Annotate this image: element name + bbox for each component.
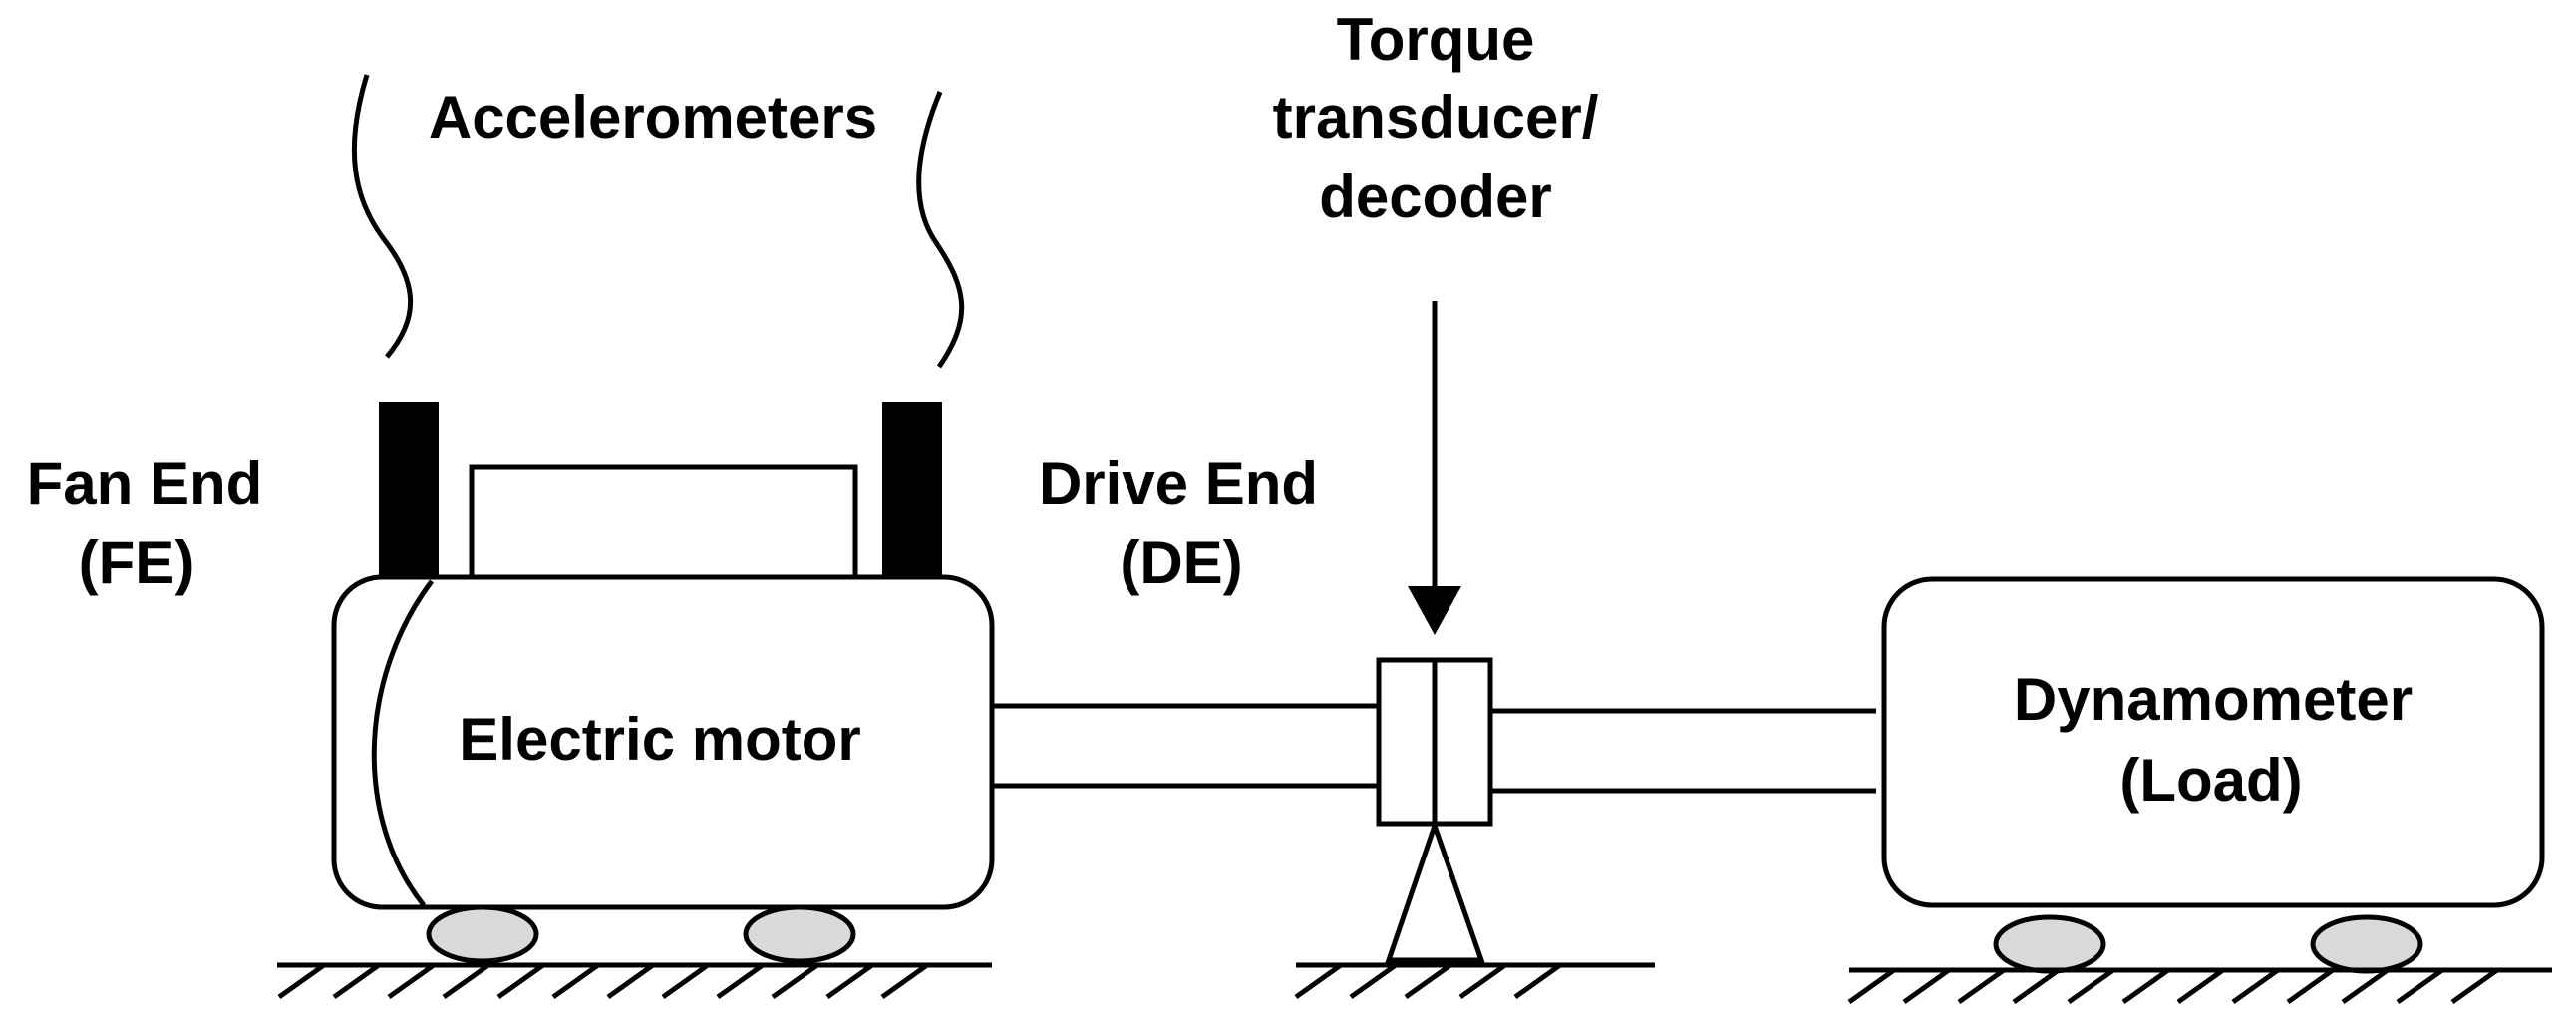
motor-wheel-right	[743, 904, 856, 964]
de-accelerometer-cable	[916, 91, 965, 369]
torque-label-line1: Torque	[1337, 6, 1535, 73]
fan-end-label-line1: Fan End	[27, 450, 263, 516]
torque-label-line3: decoder	[1319, 164, 1551, 230]
dyno-wheel-left	[1993, 914, 2106, 974]
electric-motor-label: Electric motor	[459, 706, 860, 773]
accelerometers-label: Accelerometers	[429, 84, 877, 151]
dynamometer-label-line2: (Load)	[2119, 747, 2302, 814]
dyno-wheel-right	[2310, 914, 2423, 974]
drive-end-label-line2: (DE)	[1120, 529, 1242, 596]
torque-label-line2: transducer/	[1273, 84, 1599, 151]
torque-arrow-head	[1408, 586, 1461, 635]
transducer-support	[1385, 818, 1485, 963]
fe-accelerometer-cable	[351, 74, 414, 359]
dynamometer-label-line1: Dynamometer	[2014, 666, 2413, 733]
ground-hatch-motor	[277, 962, 929, 1000]
motor-fan-end-curve	[371, 579, 434, 907]
de-accelerometer	[882, 402, 942, 579]
fan-end-label-line2: (FE)	[79, 529, 195, 596]
motor-top-frame	[469, 464, 858, 581]
electric-motor	[331, 574, 995, 910]
dynamometer	[1881, 576, 2545, 908]
ground-hatch-dynamometer	[1847, 967, 2499, 1005]
fe-accelerometer	[379, 402, 439, 579]
ground-hatch-transducer	[1294, 962, 1562, 1000]
drive-end-label-line1: Drive End	[1039, 450, 1318, 516]
motor-wheel-left	[426, 904, 539, 964]
